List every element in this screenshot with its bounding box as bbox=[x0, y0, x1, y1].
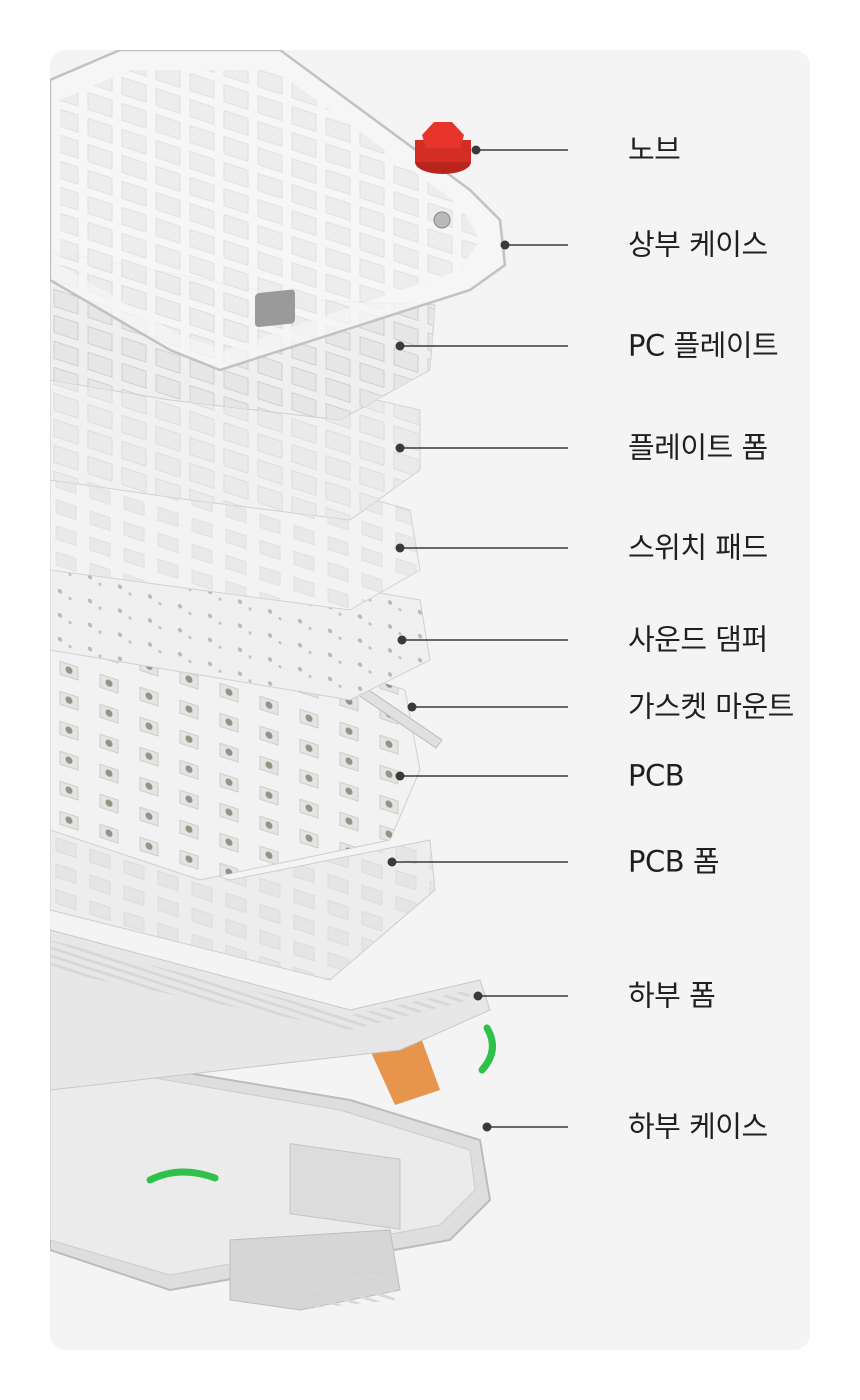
leader-dot-sound-damper bbox=[397, 635, 407, 645]
leader-dot-pcb-foam bbox=[387, 857, 397, 867]
leader-dot-pc-plate bbox=[395, 341, 405, 351]
label-plate-foam: 플레이트 폼 bbox=[628, 430, 768, 465]
label-pcb-foam: PCB 폼 bbox=[628, 844, 720, 879]
bottom-case-shape bbox=[50, 1048, 492, 1311]
leader-dot-bottom-case bbox=[482, 1122, 492, 1132]
label-bottom-foam: 하부 폼 bbox=[628, 978, 716, 1013]
connector-shape bbox=[370, 1035, 440, 1105]
leader-dot-pcb bbox=[395, 771, 405, 781]
leader-dot-plate-foam bbox=[395, 443, 405, 453]
leader-dots bbox=[387, 145, 510, 1132]
knob-shape bbox=[415, 122, 471, 174]
label-bottom-case: 하부 케이스 bbox=[628, 1109, 768, 1144]
leader-dot-top-case bbox=[500, 240, 510, 250]
label-knob: 노브 bbox=[628, 132, 681, 167]
label-pc-plate: PC 플레이트 bbox=[628, 328, 779, 363]
exploded-view-card: 노브 상부 케이스 PC 플레이트 플레이트 폼 스위치 패드 사운드 댐퍼 가… bbox=[50, 50, 810, 1350]
keyboard-exploded-illustration bbox=[50, 50, 568, 1311]
label-gasket-mount: 가스켓 마운트 bbox=[628, 689, 794, 724]
leader-dot-knob bbox=[471, 145, 481, 155]
leader-dot-gasket-mount bbox=[407, 702, 417, 712]
label-sound-damper: 사운드 댐퍼 bbox=[628, 622, 768, 657]
leader-dot-switch-pad bbox=[395, 543, 405, 553]
leader-dot-bottom-foam bbox=[473, 991, 483, 1001]
label-switch-pad: 스위치 패드 bbox=[628, 530, 768, 565]
label-top-case: 상부 케이스 bbox=[628, 227, 768, 262]
top-case-shape bbox=[50, 50, 507, 372]
bottom-clip-right bbox=[478, 1024, 496, 1074]
leader-lines bbox=[392, 149, 568, 1128]
bottom-foam-shape bbox=[50, 929, 491, 1091]
bottom-clip-left bbox=[146, 1168, 219, 1184]
label-pcb: PCB bbox=[628, 758, 685, 793]
